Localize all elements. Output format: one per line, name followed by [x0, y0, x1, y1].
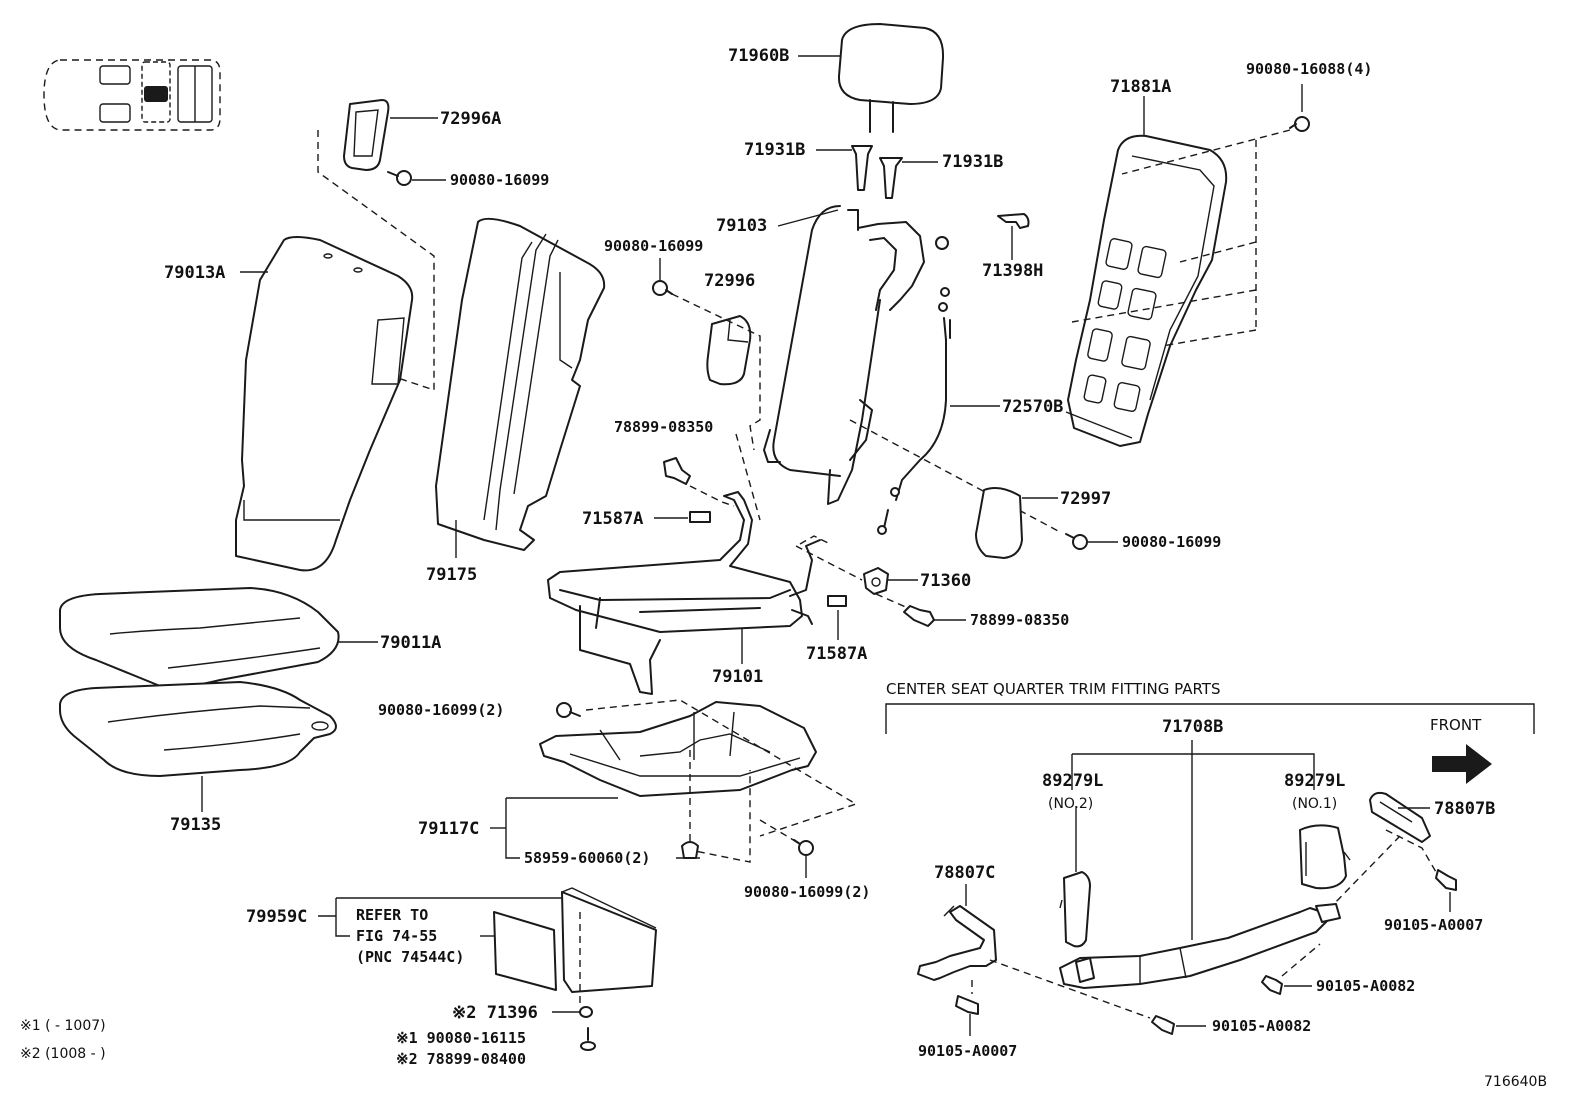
label-78899-08350-b: 78899-08350 [970, 611, 1069, 629]
figure-id: 716640B [1484, 1074, 1547, 1090]
screw-90080-16099-b [652, 258, 673, 296]
nut-71396 [552, 1006, 593, 1018]
label-71587a-a: 71587A [582, 509, 643, 529]
label-71587a-b: 71587A [806, 644, 867, 664]
label-89279l-no1: 89279L [1284, 771, 1345, 791]
tape-71587a-b [827, 595, 847, 607]
section-bracket [885, 703, 1535, 734]
label-90080-16099-e: 90080-16099(2) [744, 883, 870, 901]
label-72570b: 72570B [1002, 397, 1063, 417]
screw-90080-16099-e [793, 839, 814, 878]
note-2: ※2 (1008 - ) [20, 1046, 106, 1062]
label-79101: 79101 [712, 667, 763, 687]
label-79135: 79135 [170, 815, 221, 835]
label-90105-a0082-r: 90105-A0082 [1316, 977, 1415, 995]
label-79959c: 79959C [246, 907, 307, 927]
label-90105-a0082-l: 90105-A0082 [1212, 1017, 1311, 1035]
label-71960b: 71960B [728, 46, 789, 66]
clip-58959-60060 [676, 841, 700, 859]
headrest-guide-left [851, 145, 873, 191]
label-90105-a0007-l: 90105-A0007 [918, 1042, 1017, 1060]
armrest-72997 [975, 487, 1023, 559]
bolt-90105-a0007-r [1435, 869, 1457, 912]
screw-90080-16099-d [556, 702, 581, 718]
bracket-78807c [917, 905, 997, 981]
bolt-90105-a0082-r [1261, 975, 1312, 995]
label-no1: (NO.1) [1292, 796, 1337, 812]
cover-79959c [493, 887, 657, 993]
label-71708b: 71708B [1162, 717, 1223, 737]
headrest-guide-right [879, 157, 903, 199]
label-72997: 72997 [1060, 489, 1111, 509]
seatback-board [1065, 134, 1228, 447]
label-refer-line1: REFER TO [356, 906, 428, 924]
bolt-90105-a0007-l [955, 995, 979, 1036]
label-72996a: 72996A [440, 109, 501, 129]
label-90080-16099-d: 90080-16099(2) [378, 701, 504, 719]
cover-72996a [343, 99, 390, 171]
clip-71398h [997, 213, 1030, 260]
label-71360: 71360 [920, 571, 971, 591]
headrest [837, 23, 945, 133]
seatback-cover [235, 236, 414, 572]
bolt-78899-08350-a [663, 457, 691, 485]
label-90105-a0007-r: 90105-A0007 [1384, 916, 1483, 934]
label-no2: (NO.2) [1048, 796, 1093, 812]
note-1: ※1 ( - 1007) [20, 1018, 106, 1034]
vehicle-top-view-icon [43, 59, 221, 131]
quarter-trim-strap [1059, 903, 1341, 989]
label-79013a: 79013A [164, 263, 225, 283]
label-71931b-right: 71931B [942, 152, 1003, 172]
label-78899-08400: ※2 78899-08400 [396, 1050, 526, 1068]
right-arrow-icon [1432, 744, 1492, 784]
trim-89279l-no2 [1059, 871, 1091, 948]
label-front: FRONT [1430, 716, 1482, 734]
clip-71360 [863, 567, 889, 595]
tape-71587a-a [689, 511, 711, 523]
seat-frame [547, 491, 821, 695]
label-79117c: 79117C [418, 819, 479, 839]
label-79011a: 79011A [380, 633, 441, 653]
screw-90080-16099-c [1065, 533, 1118, 550]
label-71398h: 71398H [982, 261, 1043, 281]
armrest-72996 [706, 315, 752, 386]
label-72996: 72996 [704, 271, 755, 291]
release-cable [877, 317, 951, 535]
bracket-78807b [1369, 791, 1431, 843]
label-78899-08350-a: 78899-08350 [614, 418, 713, 436]
label-78807b: 78807B [1434, 799, 1495, 819]
seat-cushion-cover [59, 587, 340, 689]
label-refer-line2: FIG 74-55 [356, 927, 437, 945]
bolt-90105-a0082-l [1151, 1015, 1206, 1035]
screw-90080-16115 [580, 1027, 596, 1051]
label-71931b-left: 71931B [744, 140, 805, 160]
label-78807c: 78807C [934, 863, 995, 883]
label-71396: ※2 71396 [452, 1003, 538, 1023]
label-79175: 79175 [426, 565, 477, 585]
label-79103: 79103 [716, 216, 767, 236]
label-90080-16099-c: 90080-16099 [1122, 533, 1221, 551]
label-refer-line3: (PNC 74544C) [356, 948, 464, 966]
trim-89279l-no1 [1299, 824, 1351, 890]
seat-tray [539, 701, 817, 797]
label-90080-16099-b: 90080-16099 [604, 237, 703, 255]
label-90080-16099-a: 90080-16099 [450, 171, 549, 189]
screw-90080-16099-a [387, 170, 446, 186]
seat-cushion-pad [59, 681, 337, 777]
seatback-frame [763, 205, 950, 505]
label-90080-16088: 90080-16088(4) [1246, 60, 1372, 78]
label-89279l-no2: 89279L [1042, 771, 1103, 791]
label-90080-16115: ※1 90080-16115 [396, 1029, 526, 1047]
section-title: CENTER SEAT QUARTER TRIM FITTING PARTS [886, 680, 1220, 698]
bolt-78899-08350-b [903, 605, 966, 627]
label-71881a: 71881A [1110, 77, 1171, 97]
screw-90080-16088 [1289, 84, 1310, 132]
label-58959-60060: 58959-60060(2) [524, 849, 650, 867]
seatback-pad [435, 217, 606, 551]
